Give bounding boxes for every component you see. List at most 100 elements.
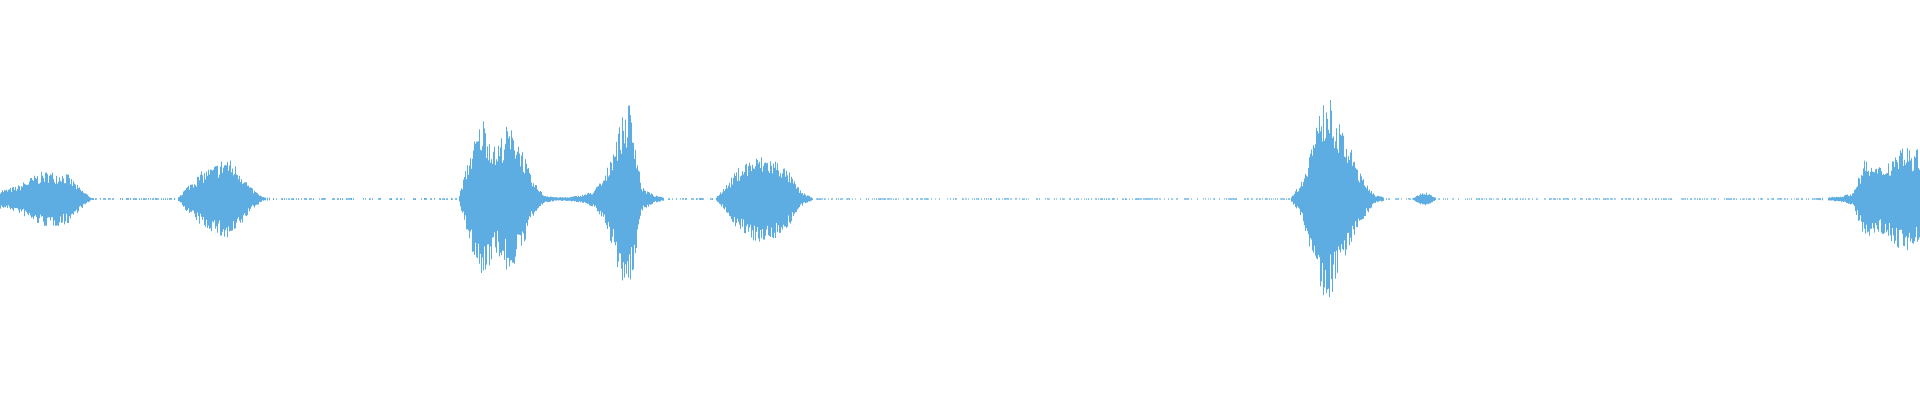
waveform-bin (611, 117, 624, 281)
waveform-bin (1076, 198, 1089, 200)
waveform-bin (148, 198, 158, 200)
waveform-bin (85, 193, 97, 205)
waveform-bin (819, 198, 832, 200)
waveform-bin (1491, 198, 1505, 200)
waveform-bin (440, 198, 453, 200)
waveform-bin (685, 198, 698, 200)
waveform-bin (171, 192, 184, 207)
waveform-bin (1638, 198, 1650, 200)
waveform-bin (1186, 198, 1198, 200)
waveform-bin (587, 183, 600, 212)
waveform-bin (893, 198, 904, 200)
waveform-bin (379, 198, 392, 200)
waveform-bin (1749, 198, 1762, 200)
waveform-bin (158, 198, 172, 200)
waveform-bin (574, 194, 588, 204)
waveform-bin (1112, 198, 1126, 200)
waveform-bin (455, 179, 465, 217)
waveform-bin (305, 198, 314, 200)
waveform-bin (24, 175, 37, 220)
waveform-bin (1357, 169, 1370, 228)
waveform-bin (342, 198, 354, 200)
waveform-bin (319, 198, 326, 200)
waveform-bin (1406, 195, 1419, 203)
waveform-bin (61, 174, 74, 225)
waveform-bin (1504, 198, 1516, 200)
waveform-bin (1812, 198, 1821, 201)
waveform-bin (0, 187, 13, 210)
waveform-bin (1002, 198, 1016, 200)
waveform-bin (1479, 198, 1491, 200)
waveform-bin (745, 158, 759, 241)
waveform-bin (917, 198, 929, 200)
waveform-bin (1443, 198, 1454, 200)
waveform-bin (1236, 198, 1246, 200)
waveform-bin (1063, 198, 1075, 200)
waveform-bin (73, 183, 86, 215)
waveform-bin (1054, 198, 1063, 200)
waveform-bin (860, 198, 867, 200)
waveform-bin (489, 144, 502, 260)
waveform-bin (846, 198, 856, 200)
waveform-bin (363, 198, 366, 200)
waveform-bin (1395, 198, 1402, 200)
waveform-bin (48, 172, 62, 226)
waveform-bin (1652, 198, 1664, 200)
waveform-bin (1308, 116, 1321, 287)
waveform-bin (1332, 124, 1346, 283)
waveform-bin (421, 198, 427, 200)
waveform-bin (990, 198, 1000, 200)
waveform-bin (947, 198, 954, 200)
waveform-bin (183, 184, 196, 218)
waveform-bin (1834, 194, 1847, 203)
waveform-bin (1615, 198, 1627, 200)
waveform-bin (1284, 190, 1297, 208)
waveform-bin (807, 195, 820, 203)
waveform-bin (832, 198, 843, 200)
waveform-bin (794, 181, 808, 214)
waveform-bin (1871, 167, 1884, 234)
waveform-bin (1125, 198, 1138, 200)
waveform-bin (1895, 148, 1908, 251)
waveform-bin (623, 105, 636, 280)
waveform-bin (648, 192, 661, 206)
waveform-bin (501, 126, 514, 270)
waveform-bin (12, 182, 25, 213)
waveform-bin (1761, 198, 1773, 200)
waveform-bin (1039, 198, 1050, 200)
waveform-bin (733, 164, 746, 234)
waveform-bin (721, 177, 734, 223)
waveform-bin (955, 198, 966, 200)
waveform-bin (1028, 198, 1038, 200)
waveform-bin (1430, 195, 1444, 204)
waveform-bin (1247, 198, 1260, 200)
waveform-bin (1883, 161, 1896, 244)
waveform-bin (966, 198, 979, 200)
waveform-bin (220, 160, 233, 238)
waveform-bin (1137, 198, 1149, 200)
waveform-bin (1260, 198, 1270, 200)
waveform-bin (699, 198, 704, 200)
waveform-bin (758, 157, 771, 242)
waveform-bin (404, 198, 416, 200)
waveform-bin (1858, 160, 1872, 236)
waveform-bin (710, 192, 722, 207)
waveform-bin (599, 161, 612, 243)
waveform-bin (880, 198, 892, 200)
waveform-bin (1822, 196, 1835, 202)
waveform-bin (1164, 198, 1173, 200)
waveform-bin (195, 171, 208, 227)
waveform-bin (296, 198, 305, 200)
waveform-bin (232, 166, 245, 229)
waveform-bin (635, 149, 649, 253)
waveform-bin (1773, 198, 1786, 200)
waveform-bin (1176, 198, 1186, 200)
waveform-bin (1713, 198, 1725, 200)
waveform-bin (369, 198, 380, 200)
waveform-bin (1016, 198, 1027, 200)
waveform-bin (525, 159, 539, 240)
waveform-bin (1681, 198, 1686, 200)
waveform-bin (1296, 172, 1309, 235)
waveform-bin (1516, 198, 1529, 200)
waveform-bin (906, 198, 918, 200)
